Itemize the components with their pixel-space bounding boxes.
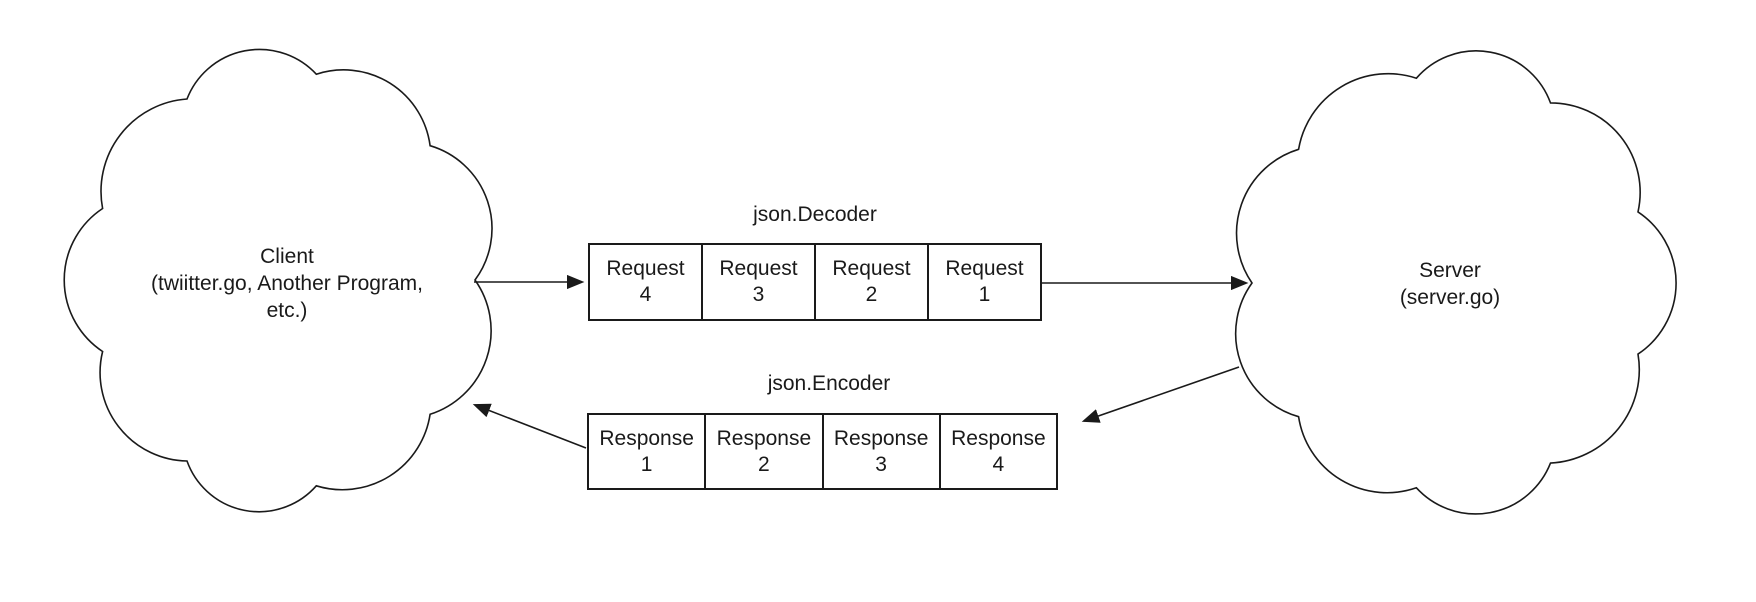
response-queue: Response 1 Response 2 Response 3 Respons… [587,413,1058,490]
request-cell-word: Request [606,257,685,280]
response-cell-number: 4 [992,452,1005,476]
response-cell-word: Response [833,426,929,450]
request-cell-word: Request [832,257,911,280]
response-cell-word: Response [716,426,812,450]
client-label-line: (twiitter.go, Another Program, [151,272,423,295]
response-cell-number: 2 [758,452,770,476]
client-label-line: Client [260,245,314,268]
response-cell-word: Response [951,426,1046,450]
server-cloud-label: Server (server.go) [1300,257,1600,311]
response-cell: Response 2 [704,415,821,488]
request-cell-word: Request [945,257,1024,280]
request-cell-number: 1 [978,283,991,306]
client-label-line: etc.) [266,299,308,322]
response-cell: Response 1 [589,415,704,488]
request-cell-number: 4 [639,283,652,306]
request-cell-number: 3 [752,283,765,306]
client-cloud-shape [63,48,493,513]
request-cell: Request 1 [927,245,1040,319]
client-cloud [63,48,493,513]
response-cell: Response 4 [938,415,1056,488]
response-cell: Response 3 [821,415,939,488]
server-cloud [1234,50,1677,515]
response-cell-word: Response [599,426,694,450]
request-cell-word: Request [719,257,798,280]
encoder-queue-label: json.Encoder [767,372,891,395]
response-cell-number: 3 [875,452,887,476]
server-to-encoder-arrow [1081,366,1240,423]
request-cell: Request 2 [814,245,927,319]
response-cell-number: 1 [640,452,653,476]
decoder-queue-label: json.Decoder [753,203,877,226]
request-cell: Request 4 [590,245,701,319]
client-cloud-label: Client (twiitter.go, Another Program, et… [87,243,487,324]
request-cell: Request 3 [701,245,814,319]
server-label-line: (server.go) [1399,286,1501,309]
request-cell-number: 2 [865,283,878,306]
request-queue: Request 4 Request 3 Request 2 Request 1 [588,243,1042,321]
server-cloud-shape [1234,50,1677,515]
server-label-line: Server [1419,259,1481,282]
